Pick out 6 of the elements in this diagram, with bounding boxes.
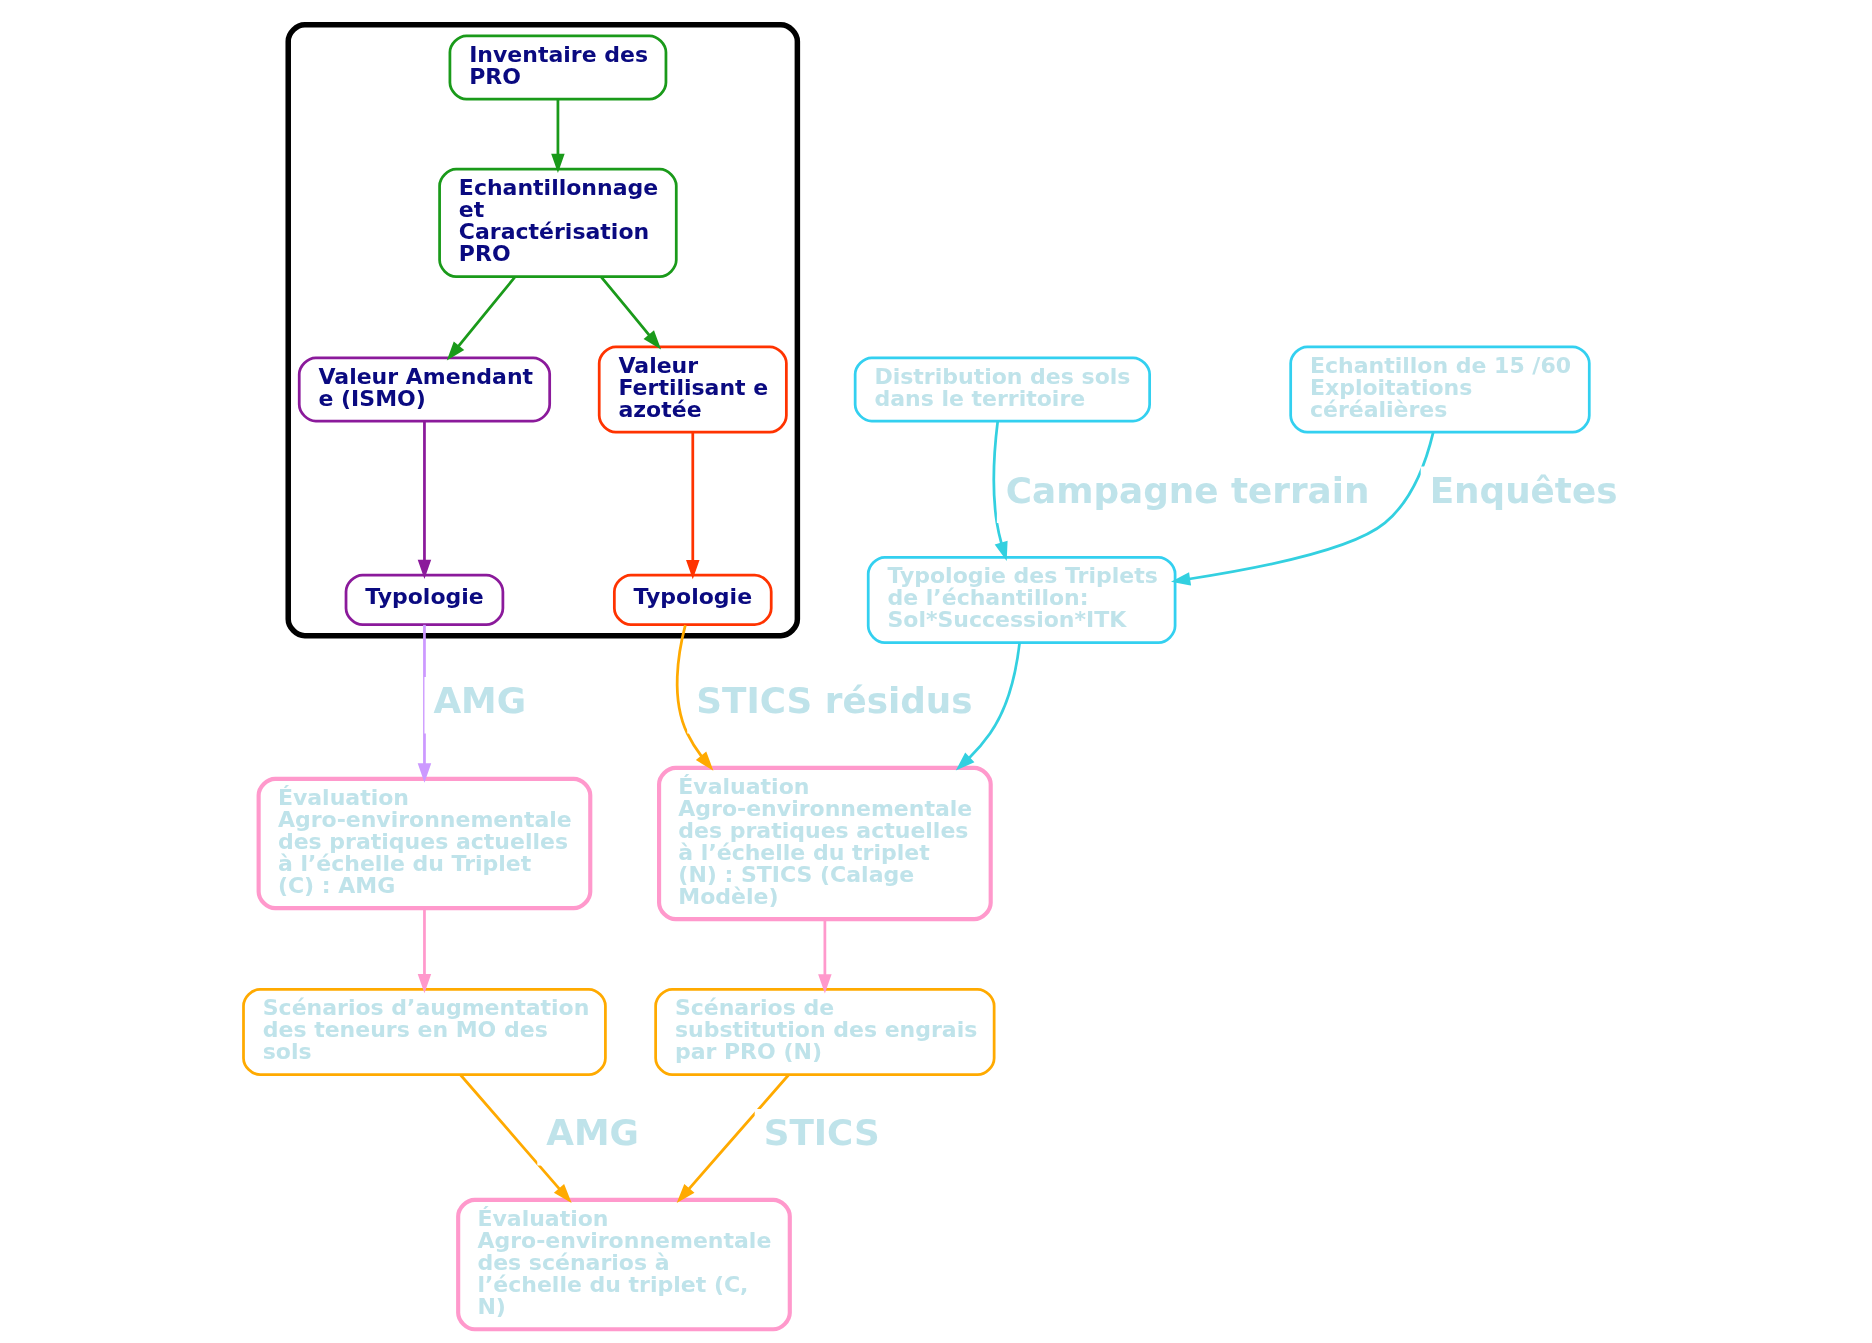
edge-label: AMG: [433, 680, 527, 722]
edge-label: STICS: [763, 1112, 880, 1154]
edge-label: STICS résidus: [696, 680, 973, 722]
edge-label: Enquêtes: [1429, 469, 1618, 511]
edge-label: AMG: [546, 1112, 639, 1154]
edge-label: Campagne terrain: [1005, 469, 1370, 511]
